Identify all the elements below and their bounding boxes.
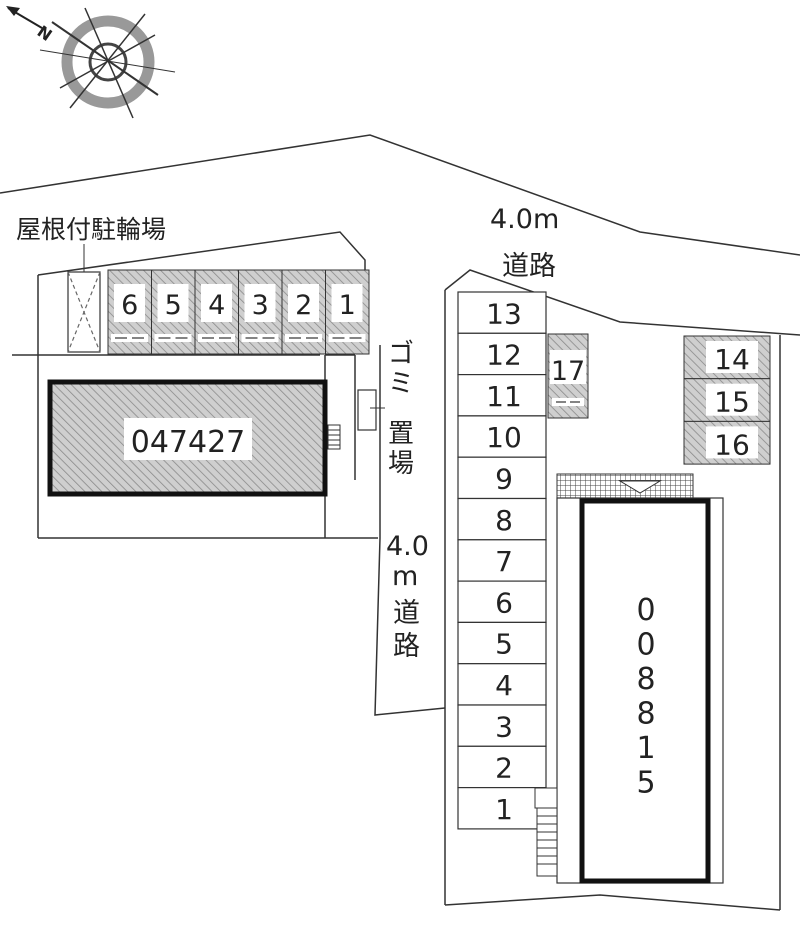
center-space-9-label: 9 — [495, 463, 513, 496]
center-parking-column: 13 12 11 10 9 8 7 6 5 4 3 2 1 — [457, 291, 547, 830]
parking-space-4-label: 4 — [208, 290, 225, 321]
garbage-area — [357, 389, 377, 431]
east-building-char-4: 1 — [636, 731, 655, 766]
parking-space-5 — [151, 269, 196, 355]
parking-space-2-label: 2 — [295, 290, 312, 321]
garbage-label-4: 場 — [388, 449, 414, 479]
east-parking-stack: 14 15 16 — [683, 335, 771, 465]
middle-road-width: 4.0 — [386, 531, 429, 562]
east-building-char-1: 0 — [636, 628, 655, 663]
center-space-2-label: 2 — [495, 752, 513, 785]
parking-space-16-label: 16 — [714, 428, 750, 461]
parking-space-6 — [107, 269, 152, 355]
compass-icon — [6, 6, 176, 119]
east-entrance-mark — [618, 480, 662, 494]
parking-space-16 — [683, 420, 771, 465]
bike-parking-cross — [67, 271, 101, 353]
middle-road-name-2: 路 — [393, 631, 420, 662]
east-building-char-2: 8 — [636, 662, 655, 697]
west-building-label: 047427 — [131, 425, 246, 460]
parking-space-1 — [325, 269, 370, 355]
garbage-label-3: 置 — [388, 419, 414, 449]
east-building-char-0: 0 — [636, 593, 655, 628]
east-stairs-icon — [534, 787, 558, 877]
parking-space-4 — [194, 269, 239, 355]
center-space-13-label: 13 — [486, 297, 522, 330]
center-space-5-label: 5 — [495, 628, 513, 661]
middle-road-name-1: 道 — [393, 598, 420, 629]
parking-space-3 — [238, 269, 283, 355]
parking-space-3-label: 3 — [252, 290, 269, 321]
center-space-5 — [457, 621, 547, 665]
bike-parking-label: 屋根付駐輪場 — [16, 215, 166, 244]
center-space-8 — [457, 497, 547, 541]
west-building-label-box — [124, 418, 252, 460]
center-space-12 — [457, 332, 547, 376]
parking-space-14 — [683, 335, 771, 380]
parking-space-6-label: 6 — [121, 290, 138, 321]
parking-space-1-label: 1 — [339, 290, 356, 321]
center-space-6-label: 6 — [495, 586, 513, 619]
top-road-width: 4.0m — [490, 204, 559, 235]
center-space-7-label: 7 — [495, 545, 513, 578]
site-boundaries — [0, 134, 800, 911]
center-space-7 — [457, 539, 547, 582]
parking-space-15-label: 15 — [714, 386, 750, 419]
center-space-12-label: 12 — [486, 339, 522, 372]
center-space-3-label: 3 — [495, 710, 513, 743]
west-stairs-icon — [327, 424, 341, 450]
center-space-1 — [457, 786, 547, 830]
center-space-9 — [457, 456, 547, 500]
parking-space-15 — [683, 378, 771, 422]
center-space-11 — [457, 374, 547, 417]
parking-space-5-label: 5 — [165, 290, 182, 321]
top-road-name: 道路 — [502, 251, 556, 282]
east-building-char-3: 8 — [636, 697, 655, 732]
garbage-label-1: ゴ — [388, 339, 414, 369]
center-space-10 — [457, 415, 547, 458]
center-space-2 — [457, 745, 547, 789]
parking-space-17-label: 17 — [551, 356, 585, 387]
center-space-8-label: 8 — [495, 504, 513, 537]
east-building-hatch-strip — [556, 473, 694, 499]
center-space-1-label: 1 — [495, 793, 513, 826]
garbage-label-2: ミ — [388, 369, 414, 399]
parking-space-17 — [547, 333, 589, 419]
east-building-char-5: 5 — [636, 766, 655, 801]
center-space-11-label: 11 — [486, 380, 522, 413]
east-building — [579, 498, 711, 884]
middle-road-unit: m — [392, 561, 418, 592]
center-space-4-label: 4 — [495, 669, 513, 702]
parking-space-2 — [281, 269, 326, 355]
center-space-10-label: 10 — [486, 421, 522, 454]
parking-space-14-label: 14 — [714, 343, 750, 376]
